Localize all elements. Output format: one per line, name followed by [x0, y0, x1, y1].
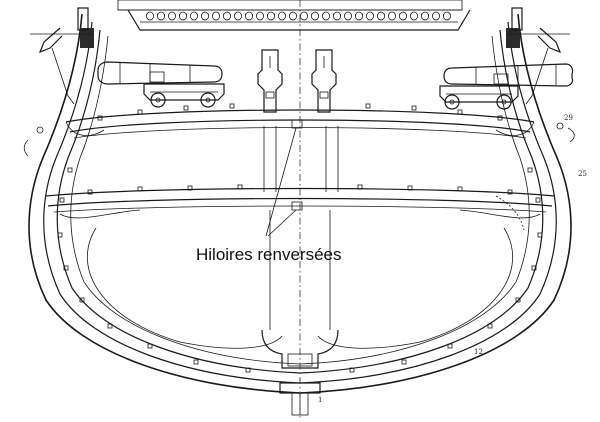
gallery-ring	[167, 11, 176, 21]
timber-mark	[537, 232, 543, 238]
gallery-ring	[211, 11, 220, 21]
frame-number-12: 12	[474, 348, 483, 356]
gallery-ring	[178, 11, 187, 21]
pillars	[263, 126, 339, 330]
timber-mark	[193, 359, 199, 365]
gallery-ring	[365, 11, 374, 21]
timber-mark	[515, 297, 521, 303]
gallery-ring	[420, 11, 429, 21]
timber-mark	[147, 343, 153, 349]
gallery-ring	[255, 11, 264, 21]
gallery-ring	[156, 11, 165, 21]
timber-mark	[407, 185, 413, 191]
timber-mark	[457, 109, 463, 115]
timber-mark	[535, 197, 541, 203]
gallery-ring	[244, 11, 253, 21]
gallery-ring	[310, 11, 319, 21]
gallery-ring	[398, 11, 407, 21]
frame-timber-marks	[57, 103, 543, 373]
bitts	[257, 49, 337, 113]
timber-mark	[411, 105, 417, 111]
timber-mark	[137, 109, 143, 115]
lower-hiloire-marker	[291, 201, 303, 211]
gallery-ring	[431, 11, 440, 21]
cannon-port	[97, 61, 225, 108]
port-rail-fittings	[23, 7, 94, 157]
timber-mark	[107, 323, 113, 329]
gallery-ring	[332, 11, 341, 21]
gallery-ring	[266, 11, 275, 21]
gallery-ring	[321, 11, 330, 21]
timber-mark	[183, 105, 189, 111]
gallery-ring	[442, 11, 451, 21]
gallery-ring	[409, 11, 418, 21]
timber-mark	[79, 297, 85, 303]
gallery-ring	[200, 11, 209, 21]
timber-mark	[63, 265, 69, 271]
gallery-ring	[376, 11, 385, 21]
starboard-rail-fittings	[506, 7, 575, 143]
frame-number-25: 25	[578, 170, 587, 178]
timber-mark	[229, 103, 235, 109]
gallery-ring	[145, 11, 154, 21]
gallery-ornament-row	[145, 11, 451, 21]
timber-mark	[245, 367, 251, 373]
callout: Hiloires renversées	[196, 119, 342, 264]
gallery-ring	[189, 11, 198, 21]
timber-mark	[447, 343, 453, 349]
gallery-ring	[277, 11, 286, 21]
gallery-ring	[222, 11, 231, 21]
leader-line-upper	[265, 127, 297, 237]
timber-mark	[67, 167, 73, 173]
cannon-starboard	[439, 63, 574, 110]
timber-mark	[187, 185, 193, 191]
annotation-label: Hiloires renversées	[196, 245, 342, 264]
timber-mark	[487, 323, 493, 329]
frame-number-29: 29	[564, 114, 573, 122]
gallery-ring	[288, 11, 297, 21]
timber-mark	[507, 189, 513, 195]
timber-mark	[57, 232, 63, 238]
frame-number-1: 1	[318, 396, 322, 404]
timber-mark	[87, 189, 93, 195]
top-gallery	[117, 0, 471, 31]
timber-mark	[531, 265, 537, 271]
timber-mark	[527, 167, 533, 173]
gallery-ring	[354, 11, 363, 21]
timber-mark	[401, 359, 407, 365]
upper-hiloire-marker	[291, 119, 303, 129]
timber-mark	[349, 367, 355, 373]
gallery-ring	[343, 11, 352, 21]
gallery-ring	[299, 11, 308, 21]
gallery-ring	[387, 11, 396, 21]
timber-mark	[365, 103, 371, 109]
leader-line-lower	[267, 209, 297, 237]
gallery-ring	[233, 11, 242, 21]
timber-mark	[59, 197, 65, 203]
